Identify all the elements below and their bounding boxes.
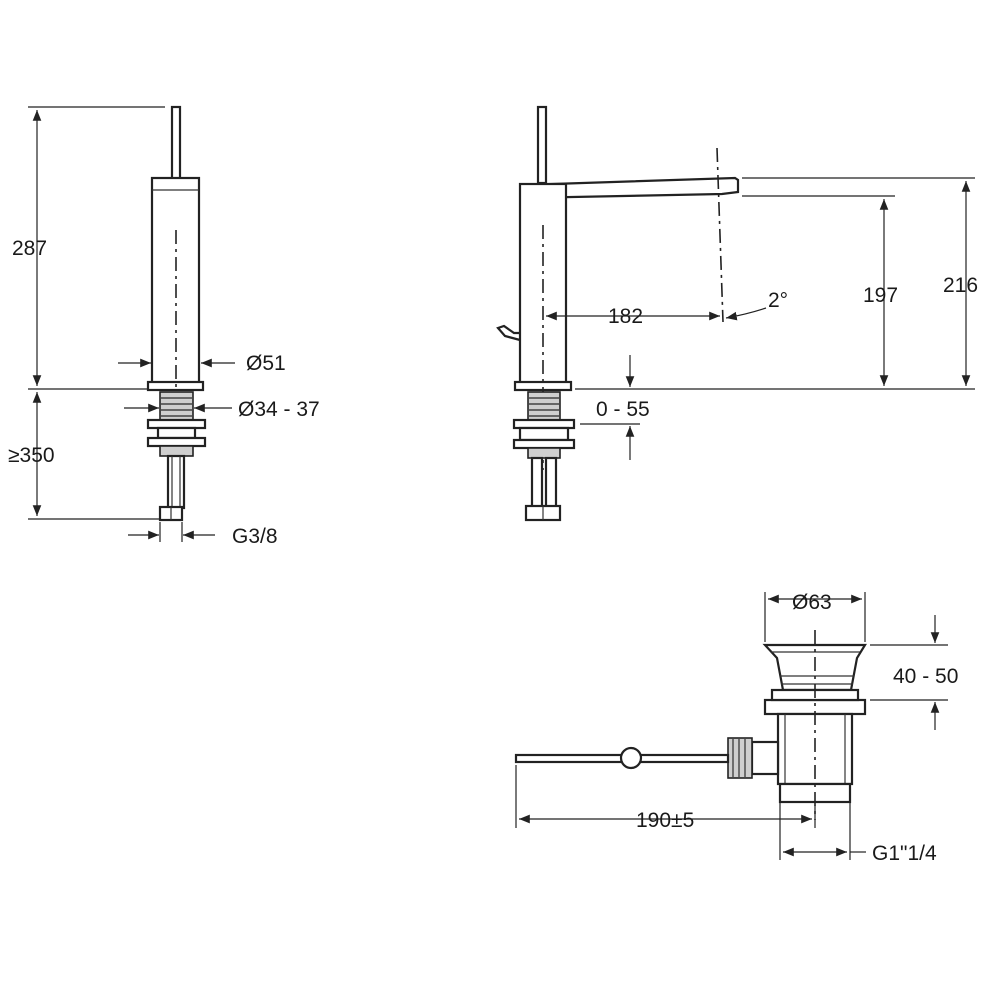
label-spout-outlet-height: 197 [863, 284, 898, 307]
label-hose-length: ≥350 [8, 444, 55, 467]
label-waste-height: 40 - 50 [893, 665, 958, 688]
label-diameter-hole: Ø34 - 37 [238, 398, 320, 421]
front-threaded-shank [159, 391, 194, 421]
label-spout-top-height: 216 [943, 274, 978, 297]
side-view: 182 2° 197 216 0 - 55 [496, 105, 978, 522]
label-rod-length: 190±5 [636, 809, 694, 832]
front-lever-rod [170, 105, 182, 181]
label-height-total: 287 [12, 237, 47, 260]
side-pop-up-knob [496, 324, 521, 342]
label-waste-thread: G1"1/4 [872, 842, 937, 865]
label-deck-thickness: 0 - 55 [596, 398, 650, 421]
waste-side-connector [750, 740, 780, 776]
label-spout-angle: 2° [768, 289, 788, 312]
front-washer [146, 418, 207, 430]
label-spout-reach: 182 [608, 305, 643, 328]
front-hose [166, 454, 186, 510]
side-lever-rod [536, 105, 548, 185]
front-nut [156, 426, 197, 440]
waste-view: Ø63 40 - 50 190±5 G1"1/4 [514, 591, 958, 865]
front-body [150, 176, 201, 388]
label-waste-diameter: Ø63 [792, 591, 832, 614]
waste-side-nut [727, 737, 753, 779]
side-threaded-shank [527, 391, 561, 421]
side-flow-line [716, 147, 724, 323]
label-connection-thread: G3/8 [232, 525, 278, 548]
front-view: 287 Ø51 Ø34 - 37 ≥350 G3/8 [8, 105, 320, 548]
label-diameter-body: Ø51 [246, 352, 286, 375]
waste-rod-ball [619, 746, 643, 770]
